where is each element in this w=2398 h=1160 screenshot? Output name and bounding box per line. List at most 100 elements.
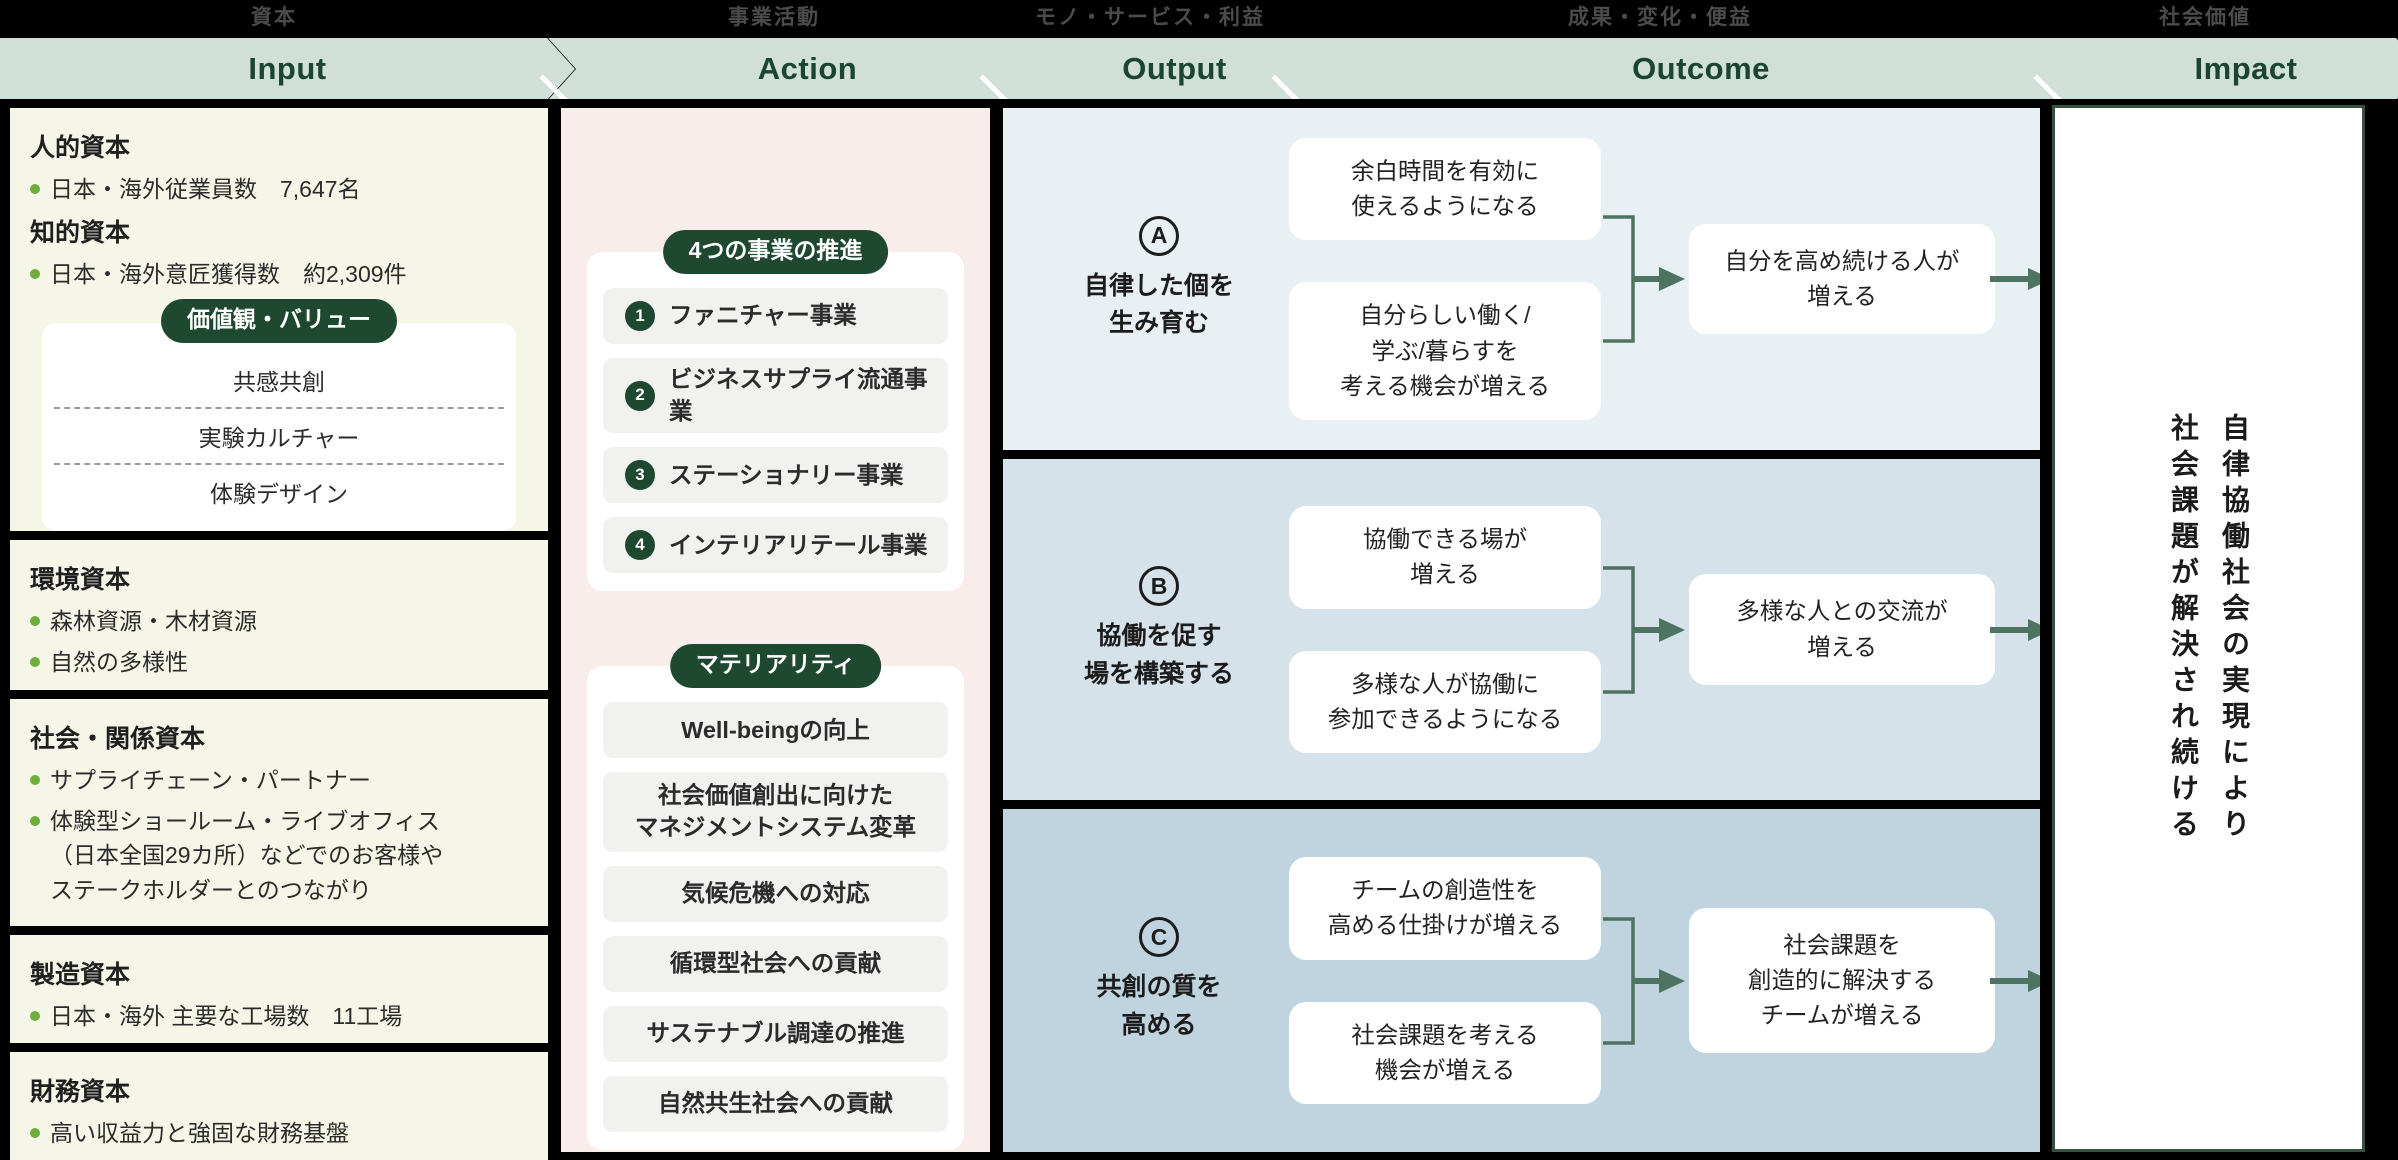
header-outcome: Outcome (1280, 38, 2096, 100)
business-item: 2 ビジネスサプライ流通事業 (603, 358, 948, 434)
bullet-dot-icon (30, 775, 40, 785)
header-impact: Impact (2042, 38, 2398, 100)
business-pill: 4つの事業の推進 (662, 230, 889, 274)
business-item: 4 インテリアリテール事業 (603, 517, 948, 574)
number-circle-icon: 2 (625, 380, 655, 411)
impact-box: 自律協働社会の実現により 社会課題が解決され続ける (2052, 105, 2365, 1152)
flow-header-band: Input Action Output Outcome Impact (0, 38, 2398, 140)
number-circle-icon: 4 (625, 530, 655, 561)
section-title-intellectual-capital: 知的資本 (30, 218, 131, 247)
impact-statement: 自律協働社会の実現により 社会課題が解決され続ける (2152, 413, 2265, 845)
bullet-dot-icon (30, 184, 40, 194)
number-circle-icon: 1 (625, 301, 655, 331)
business-label: ビジネスサプライ流通事業 (669, 366, 928, 424)
outcome-row-b: B 協働を促す 場を構築する 協働できる場が 増える 多様な人が協働に 参加でき… (1003, 459, 2040, 800)
outcome-panel: A 自律した個を 生み育む 余白時間を有効に 使えるようになる 自分らしい働く/… (1003, 99, 2040, 1160)
bullet-text: 自然の多様性 (50, 648, 188, 675)
driver-box: 自分らしい働く/ 学ぶ/暮らすを 考える機会が増える (1289, 282, 1601, 421)
bullet-item: 日本・海外意匠獲得数 約2,309件 (30, 257, 528, 292)
row-label: C 共創の質を 高める (1029, 917, 1289, 1044)
business-card: 1 ファニチャー事業 2 ビジネスサプライ流通事業 3 ステーショナリー事業 4… (587, 252, 964, 592)
section-title-environment-capital: 環境資本 (30, 566, 131, 594)
business-label: ファニチャー事業 (669, 302, 857, 329)
number-circle-icon: 3 (625, 460, 655, 491)
section-title-human-capital: 人的資本 (30, 134, 131, 162)
top-label-capital: 資本 (251, 6, 297, 29)
bullet-dot-icon (30, 815, 40, 826)
bullet-item: 体験型ショールーム・ライブオフィス （日本全国29カ所）などでのお客様や ステー… (30, 804, 528, 908)
bracket-arrow-icon (1603, 565, 1685, 694)
materiality-item: 気候危機への対応 (603, 865, 948, 922)
section-title-financial-capital: 財務資本 (30, 1078, 131, 1106)
bullet-item: 自然の多様性 (30, 645, 528, 680)
driver-box: 余白時間を有効に 使えるようになる (1289, 137, 1601, 241)
bracket-arrow-icon (1603, 215, 1685, 343)
values-pill: 価値観・バリュー (161, 299, 397, 343)
outcome-row-c: C 共創の質を 高める チームの創造性を 高める仕掛けが増える 社会課題を考える… (1003, 809, 2040, 1152)
header-input: Input (0, 38, 575, 100)
value-item: 実験カルチャー (54, 409, 504, 465)
row-label: B 協働を促す 場を構築する (1029, 566, 1289, 693)
bullet-item: 森林資源・木材資源 (30, 604, 528, 639)
bullet-text: 高い収益力と強固な財務基盤 (50, 1120, 349, 1146)
input-section-financial: 財務資本 高い収益力と強固な財務基盤 (10, 1052, 548, 1160)
input-section-manufacturing: 製造資本 日本・海外 主要な工場数 11工場 (10, 935, 548, 1043)
input-panel: 人的資本 日本・海外従業員数 7,647名 知的資本 日本・海外意匠獲得数 約2… (0, 99, 561, 1160)
top-label-business: 事業活動 (728, 6, 820, 29)
top-band: 資本 事業活動 モノ・サービス・利益 成果・変化・便益 社会価値 (0, 0, 2398, 38)
section-title-manufacturing-capital: 製造資本 (30, 961, 131, 989)
business-label: インテリアリテール事業 (669, 531, 928, 558)
bullet-item: 高い収益力と強固な財務基盤 (30, 1116, 528, 1151)
business-label: ステーショナリー事業 (669, 461, 904, 488)
business-item: 1 ファニチャー事業 (603, 288, 948, 344)
bullet-text: サプライチェーン・パートナー (50, 767, 371, 793)
materiality-item: Well-beingの向上 (603, 702, 948, 759)
driver-boxes: チームの創造性を 高める仕掛けが増える 社会課題を考える 機会が増える (1289, 857, 1601, 1104)
bullet-text: 森林資源・木材資源 (50, 608, 257, 634)
business-item: 3 ステーショナリー事業 (603, 447, 948, 504)
bullet-dot-icon (30, 616, 40, 626)
driver-box: 多様な人が協働に 参加できるようになる (1289, 650, 1601, 753)
value-item: 共感共創 (54, 353, 504, 409)
materiality-item: サステナブル調達の推進 (603, 1005, 948, 1062)
header-action: Action (548, 38, 1041, 100)
section-title-social-capital: 社会・関係資本 (30, 725, 206, 753)
result-box: 社会課題を 創造的に解決する チームが増える (1689, 907, 1995, 1054)
materiality-item: 社会価値創出に向けた マネジメントシステム変革 (603, 772, 948, 852)
row-title: 協働を促す 場を構築する (1083, 622, 1234, 688)
bullet-dot-icon (30, 1128, 40, 1138)
input-section-social-relationship: 社会・関係資本 サプライチェーン・パートナー 体験型ショールーム・ライブオフィス… (10, 699, 548, 926)
materiality-card: Well-beingの向上 社会価値創出に向けた マネジメントシステム変革 気候… (587, 666, 964, 1150)
driver-box: 協働できる場が 増える (1289, 506, 1601, 609)
value-item: 体験デザイン (210, 481, 348, 507)
row-title: 共創の質を 高める (1096, 973, 1222, 1039)
row-label: A 自律した個を 生み育む (1029, 215, 1289, 343)
materiality-group: マテリアリティ Well-beingの向上 社会価値創出に向けた マネジメントシ… (587, 644, 964, 1150)
driver-boxes: 協働できる場が 増える 多様な人が協働に 参加できるようになる (1289, 506, 1601, 753)
result-box: 自分を高め続ける人が 増える (1689, 223, 1995, 335)
action-panel: 4つの事業の推進 1 ファニチャー事業 2 ビジネスサプライ流通事業 3 ステー… (561, 99, 1003, 1160)
values-card: 価値観・バリュー 共感共創 実験カルチャー 体験デザイン (42, 299, 516, 531)
bullet-item: 日本・海外従業員数 7,647名 (30, 172, 528, 207)
top-label-goods-services: モノ・サービス・利益 (1035, 6, 1265, 29)
outcome-row-a: A 自律した個を 生み育む 余白時間を有効に 使えるようになる 自分らしい働く/… (1003, 108, 2040, 450)
top-label-results-change: 成果・変化・便益 (1568, 6, 1752, 29)
circled-letter-icon: C (1139, 917, 1179, 957)
impact-line: 自律協働社会の実現により (2219, 412, 2250, 845)
driver-boxes: 余白時間を有効に 使えるようになる 自分らしい働く/ 学ぶ/暮らすを 考える機会… (1289, 137, 1601, 421)
action-inner: 4つの事業の推進 1 ファニチャー事業 2 ビジネスサプライ流通事業 3 ステー… (561, 108, 990, 1152)
impact-line: 社会課題が解決され続ける (2168, 412, 2199, 845)
materiality-pill: マテリアリティ (669, 644, 882, 689)
bullet-dot-icon (30, 268, 40, 279)
bullet-text: 体験型ショールーム・ライブオフィス （日本全国29カ所）などでのお客様や ステー… (50, 807, 444, 903)
bullet-text: 日本・海外従業員数 7,647名 (50, 176, 361, 202)
input-section-human-intellectual: 人的資本 日本・海外従業員数 7,647名 知的資本 日本・海外意匠獲得数 約2… (10, 108, 548, 531)
input-section-environment: 環境資本 森林資源・木材資源 自然の多様性 (10, 540, 548, 690)
row-title: 自律した個を 生み育む (1083, 271, 1234, 338)
materiality-item: 循環型社会への貢献 (603, 935, 948, 992)
materiality-item: 自然共生社会への貢献 (603, 1075, 948, 1132)
bullet-text: 日本・海外 主要な工場数 11工場 (50, 1003, 403, 1029)
circled-letter-icon: B (1139, 566, 1179, 606)
bullet-item: サプライチェーン・パートナー (30, 763, 528, 798)
bracket-arrow-icon (1603, 916, 1685, 1045)
